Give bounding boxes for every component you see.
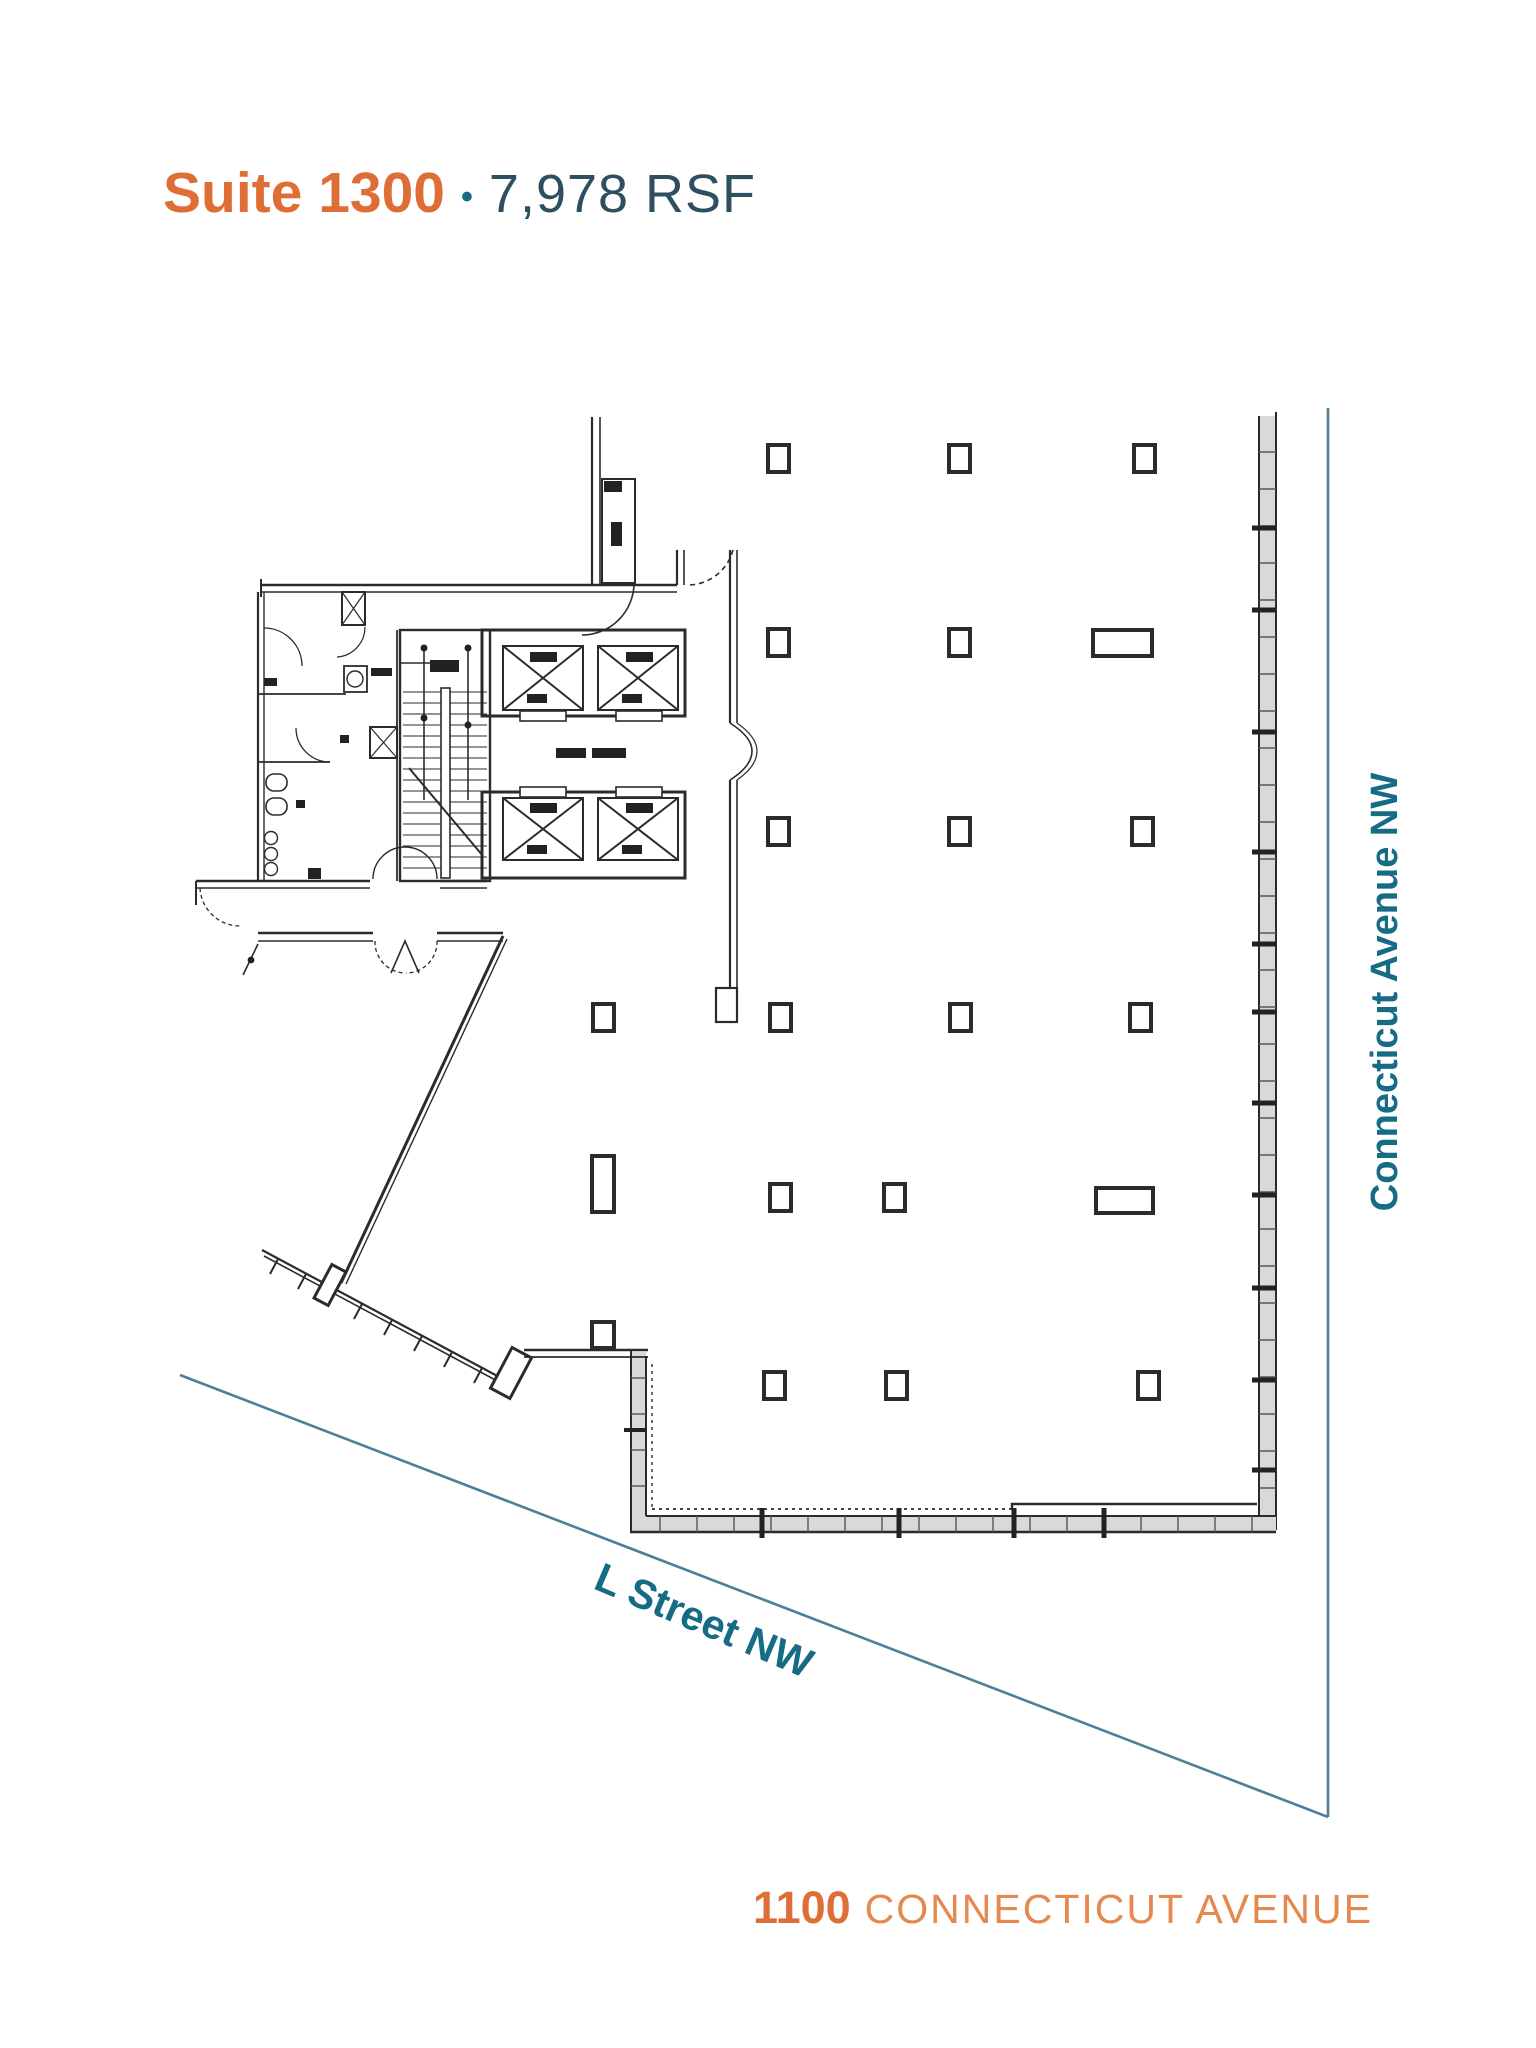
core-elevator-banks: [480, 628, 687, 880]
exterior-curtain-walls: [630, 412, 1277, 1534]
title-separator-dot: •: [461, 178, 473, 216]
column-grid: [590, 443, 1161, 1401]
building-address-footer: 1100 CONNECTICUT AVENUE: [753, 1882, 1373, 1934]
building-street: CONNECTICUT AVENUE: [864, 1886, 1373, 1932]
sawtooth-glass-wall: [261, 1249, 648, 1401]
suite-number-label: Suite 1300: [163, 161, 445, 225]
page-title: Suite 1300 • 7,978 RSF: [163, 160, 756, 226]
core-stair: [398, 628, 492, 883]
street-label-l-street: L Street NW: [588, 1554, 819, 1687]
building-number: 1100: [753, 1882, 851, 1933]
core-corridor-walls: [195, 417, 758, 1024]
suite-area-label: 7,978 RSF: [488, 164, 757, 224]
diagonal-demising-wall: [339, 935, 508, 1285]
property-lines: [179, 408, 1330, 1819]
core-restrooms: [256, 591, 398, 881]
street-label-connecticut-avenue: Connecticut Avenue NW: [1364, 773, 1406, 1212]
